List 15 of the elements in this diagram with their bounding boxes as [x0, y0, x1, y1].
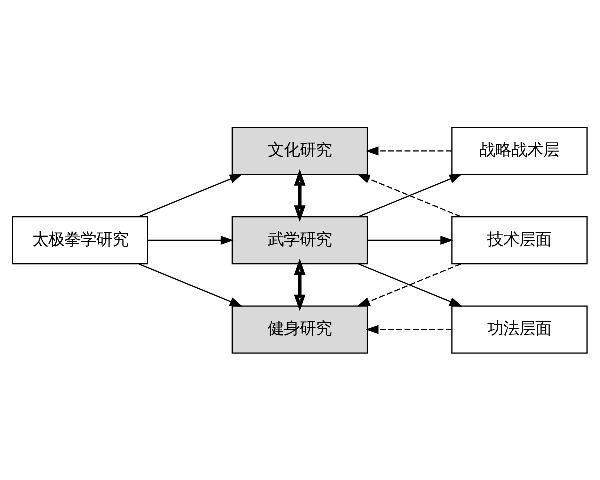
- node-box: 文化研究: [232, 126, 368, 175]
- arrow: [148, 235, 234, 245]
- node-box: 太极拳学研究: [12, 216, 148, 264]
- arrow: [294, 168, 306, 222]
- arrow: [138, 263, 243, 306]
- arrow: [368, 235, 454, 245]
- node-box: 技术层面: [452, 216, 588, 264]
- node-box: 功法层面: [452, 305, 588, 354]
- node-box: 战略战术层: [452, 126, 588, 175]
- arrow: [294, 258, 306, 311]
- node-box: 健身研究: [232, 305, 368, 354]
- arrow: [366, 324, 452, 334]
- arrow: [138, 174, 243, 217]
- arrow: [366, 146, 452, 156]
- node-box: 武学研究: [232, 216, 368, 264]
